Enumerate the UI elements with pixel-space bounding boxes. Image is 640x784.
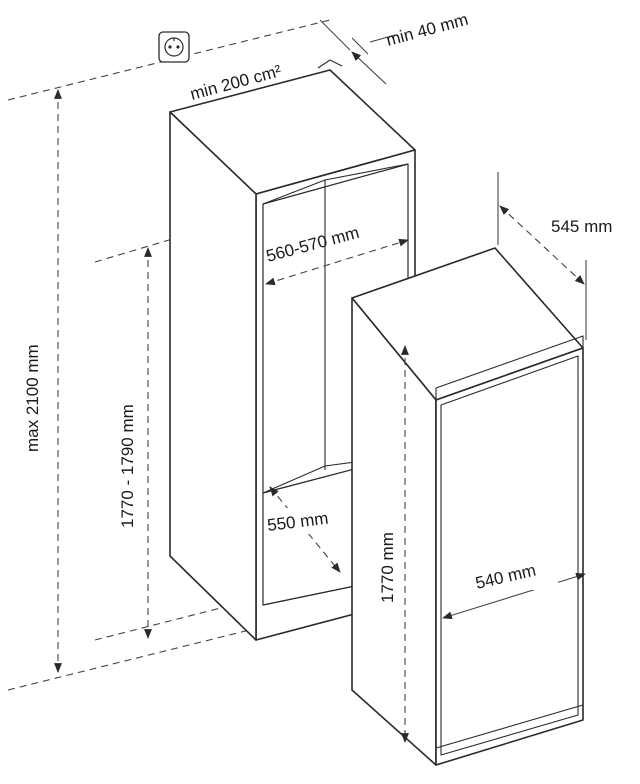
dimension-max-height: max 2100 mm	[23, 89, 62, 673]
dimension-niche-depth: 550 mm	[266, 486, 350, 573]
niche-height-label: 1770 - 1790 mm	[118, 404, 137, 528]
power-outlet-icon	[158, 31, 190, 63]
gap-label: min 40 mm	[384, 10, 470, 50]
max-height-label: max 2100 mm	[23, 344, 42, 452]
dimension-appliance-width: 540 mm	[442, 561, 586, 620]
dimension-appliance-height: 1770 mm	[376, 345, 409, 743]
dimension-gap: min 40 mm	[319, 10, 470, 85]
appliance-height-label: 1770 mm	[378, 532, 397, 603]
dimension-niche-height: 1770 - 1790 mm	[118, 247, 152, 639]
dimension-appliance-depth: 545 mm	[497, 172, 612, 340]
appliance-depth-label: 545 mm	[551, 217, 612, 236]
